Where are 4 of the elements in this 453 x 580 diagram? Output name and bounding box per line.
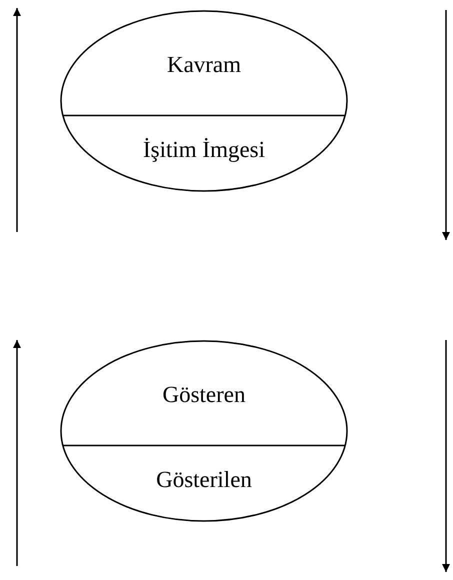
ellipse-label: İşitim İmgesi (142, 136, 266, 164)
ellipse-label: Gösterilen (156, 466, 252, 494)
ellipse-label: Gösteren (162, 380, 246, 409)
ellipse-label: Kavram (166, 50, 242, 79)
